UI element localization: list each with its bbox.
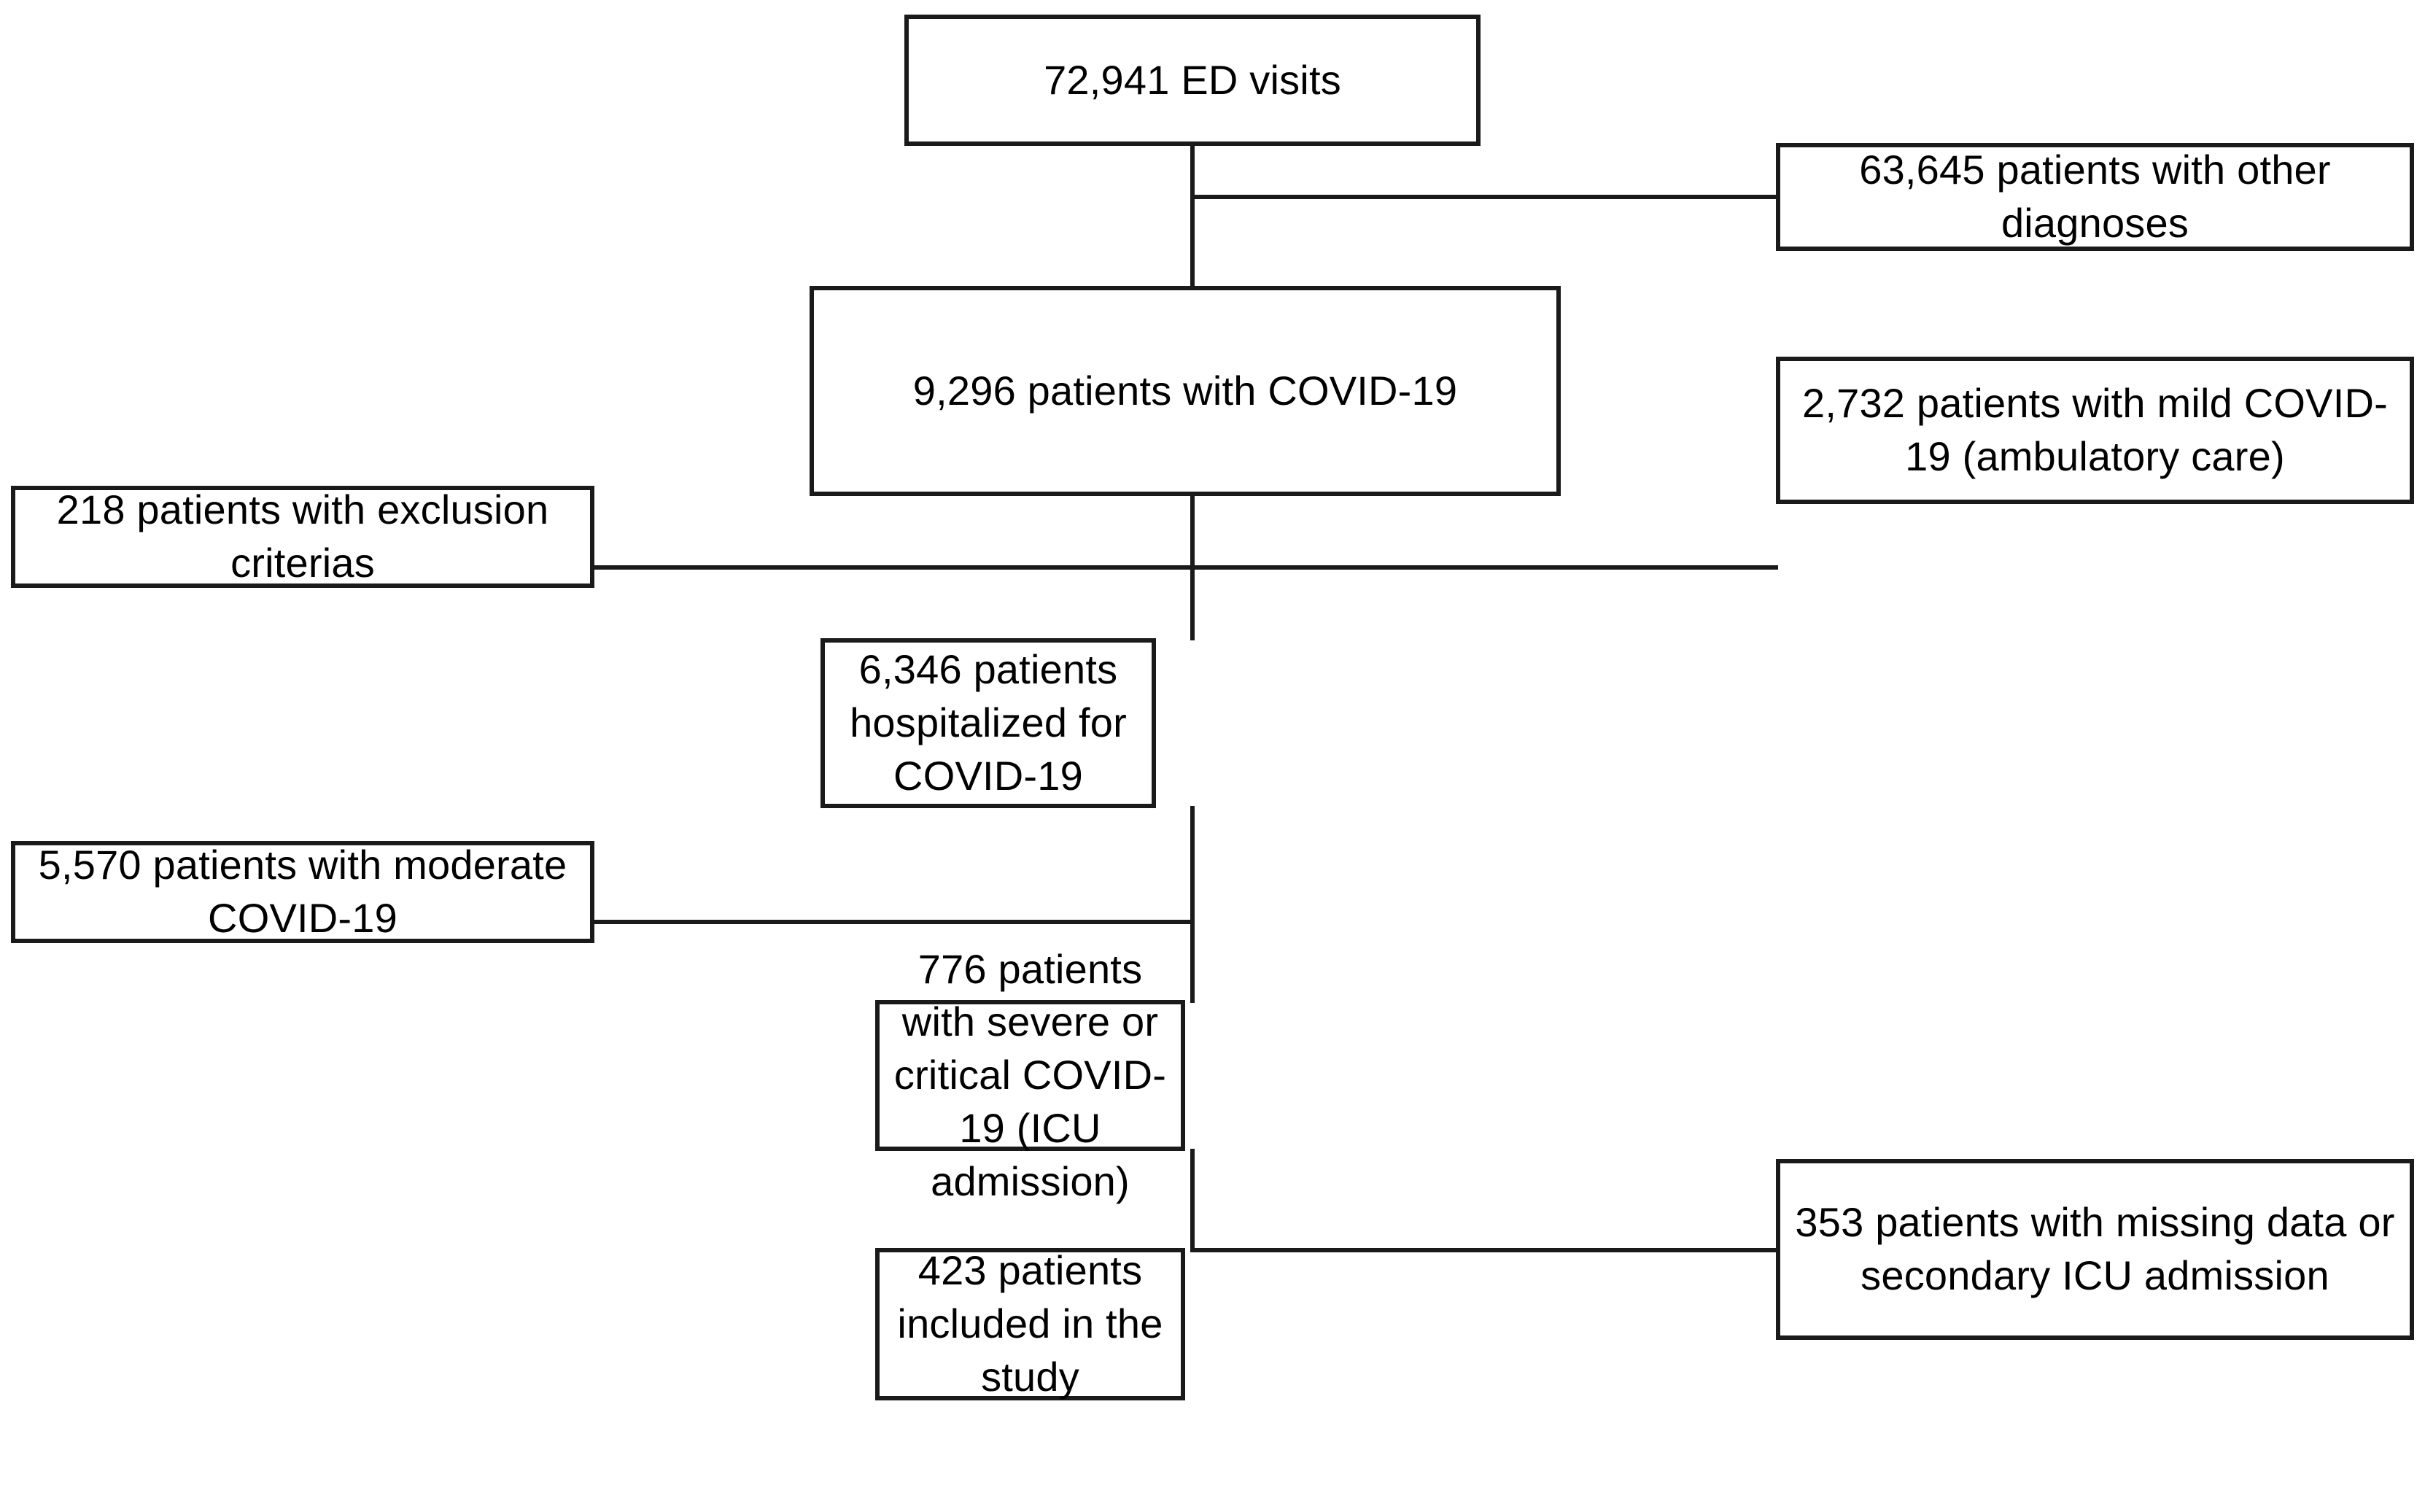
node-included-label: 423 patients included in the study (897, 1247, 1163, 1400)
node-other-diagnoses-label: 63,645 patients with other diagnoses (1859, 147, 2331, 246)
node-mild-covid-label: 2,732 patients with mild COVID-19 (ambul… (1802, 380, 2388, 479)
node-hospitalized-label: 6,346 patients hospitalized for COVID-19 (850, 646, 1127, 799)
connector-to-other-diagnoses (1190, 195, 1778, 199)
node-hospitalized: 6,346 patients hospitalized for COVID-19 (820, 638, 1156, 808)
connector-to-missing-data (1190, 1248, 1778, 1252)
node-missing-data: 353 patients with missing data or second… (1776, 1159, 2414, 1340)
node-covid-patients: 9,296 patients with COVID-19 (810, 286, 1561, 496)
node-exclusion-criteria: 218 patients with exclusion criterias (11, 486, 594, 588)
node-ed-visits-label: 72,941 ED visits (1044, 56, 1341, 103)
node-covid-patients-label: 9,296 patients with COVID-19 (912, 367, 1458, 414)
node-exclusion-criteria-label: 218 patients with exclusion criterias (56, 486, 549, 586)
node-ed-visits: 72,941 ED visits (904, 15, 1481, 146)
node-moderate-covid: 5,570 patients with moderate COVID-19 (11, 841, 594, 943)
connector-severe-to-included (1190, 1149, 1195, 1251)
node-severe-critical-label: 776 patients with severe or critical COV… (893, 945, 1167, 1204)
node-missing-data-label: 353 patients with missing data or second… (1795, 1199, 2395, 1298)
node-moderate-covid-label: 5,570 patients with moderate COVID-19 (38, 842, 567, 941)
connector-ed-to-covid (1190, 146, 1195, 288)
node-included: 423 patients included in the study (875, 1247, 1185, 1400)
connector-hospitalized-to-severe (1190, 806, 1195, 1003)
connector-exclusion-to-mild (592, 565, 1778, 570)
node-severe-critical: 776 patients with severe or critical COV… (875, 946, 1185, 1204)
connector-moderate-to-spine (592, 920, 1195, 924)
node-other-diagnoses: 63,645 patients with other diagnoses (1776, 143, 2414, 251)
node-mild-covid: 2,732 patients with mild COVID-19 (ambul… (1776, 357, 2414, 504)
